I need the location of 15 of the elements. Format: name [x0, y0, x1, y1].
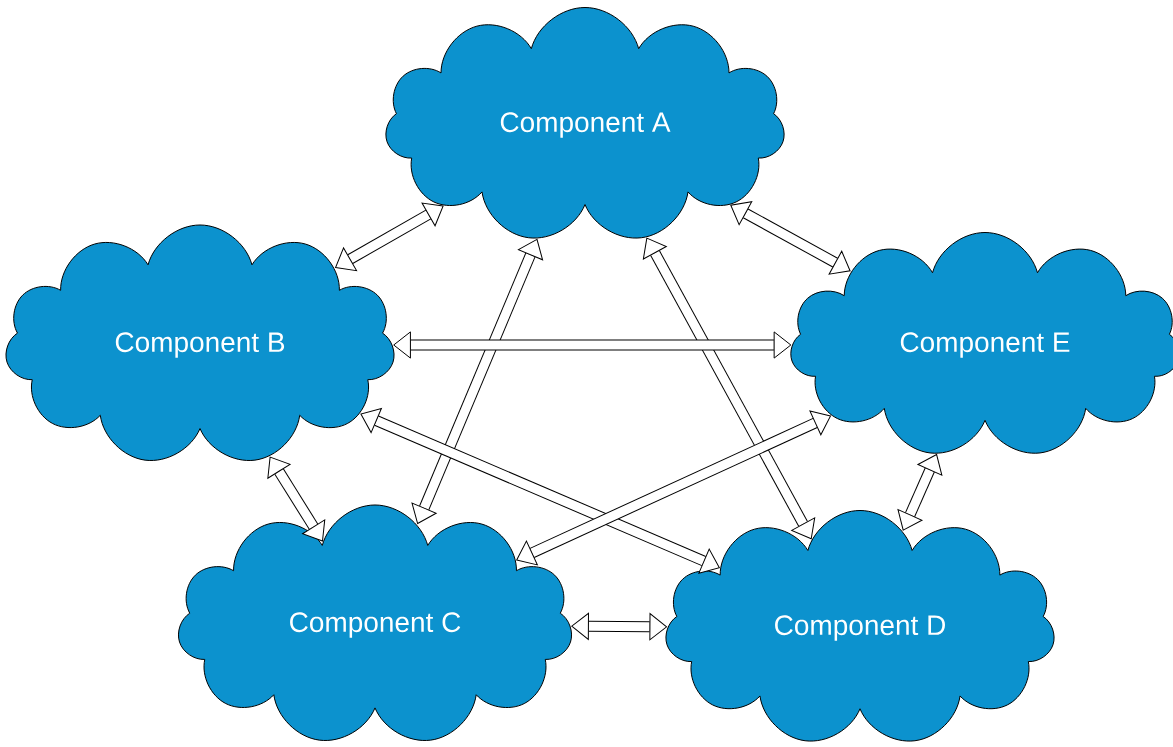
double-arrow: [360, 408, 720, 574]
double-arrow: [411, 238, 544, 525]
double-arrow: [897, 454, 943, 531]
cloud: Component A: [385, 7, 785, 239]
cloud: Component E: [790, 232, 1173, 454]
double-arrow: [730, 201, 851, 275]
cloud: Component C: [177, 504, 573, 741]
double-arrow: [335, 202, 444, 272]
double-arrow: [642, 237, 816, 540]
double-arrow: [393, 331, 792, 359]
double-arrow: [571, 612, 668, 641]
double-arrow: [267, 456, 326, 542]
double-arrow: [516, 410, 832, 566]
cloud: Component D: [665, 510, 1055, 742]
cloud: Component B: [5, 224, 395, 461]
